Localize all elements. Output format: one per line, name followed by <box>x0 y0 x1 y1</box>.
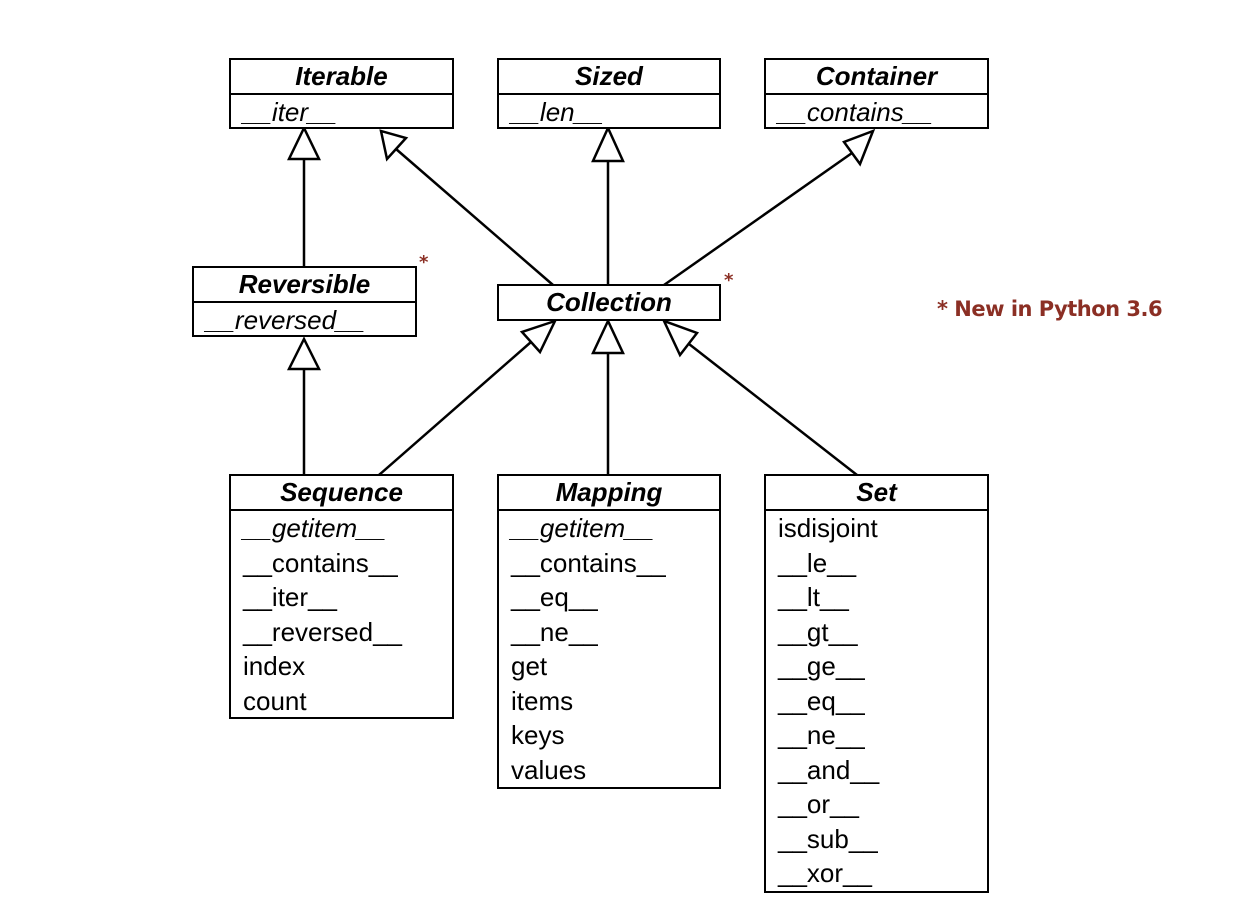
method-list: __getitem__ __contains__ __iter__ __reverse… <box>231 511 452 718</box>
method-list: __contains__ <box>766 95 987 130</box>
class-box-sequence: Sequence __getitem__ __contains__ __iter__… <box>229 474 454 719</box>
arrowhead-sized <box>591 124 625 163</box>
arrow-line-set-collection <box>688 343 858 476</box>
method-list: __reversed__ <box>194 303 415 338</box>
arrowhead-collection-from-set <box>661 318 700 358</box>
method-item: __iter__ <box>243 97 337 127</box>
class-box-container: Container __contains__ <box>764 58 989 129</box>
method-item: __or__ <box>778 789 859 819</box>
method-item: __sub__ <box>778 823 878 854</box>
arrowhead-collection-from-mapping <box>591 318 625 355</box>
class-name: Iterable <box>231 60 452 95</box>
method-item: __reversed__ <box>206 305 365 335</box>
arrow-line-collection-container <box>663 151 853 287</box>
class-name: Mapping <box>499 476 719 511</box>
method-list: __len__ <box>499 95 719 130</box>
method-list: __iter__ <box>231 95 452 130</box>
class-box-sized: Sized __len__ <box>497 58 721 129</box>
method-item: count <box>243 685 307 716</box>
method-item: __getitem__ <box>511 513 655 543</box>
method-item: __lt__ <box>778 582 849 612</box>
arrowhead-iterable-from-collection <box>379 129 409 162</box>
class-name: Set <box>766 476 987 511</box>
class-name: Sized <box>499 60 719 95</box>
class-box-reversible: Reversible __reversed__ <box>192 266 417 337</box>
method-item: __ne__ <box>511 616 598 647</box>
class-name: Reversible <box>194 268 415 303</box>
method-item: values <box>511 754 587 785</box>
method-item: __eq__ <box>511 582 598 612</box>
legend-note: * New in Python 3.6 <box>937 297 1163 321</box>
method-item: __le__ <box>778 547 857 578</box>
method-list: __getitem__ __contains__ __eq__ __ne__get it… <box>499 511 719 787</box>
class-box-iterable: Iterable __iter__ <box>229 58 454 129</box>
method-item: __iter__ <box>243 582 337 612</box>
method-item: __ge__ <box>778 651 865 681</box>
method-item: isdisjoint <box>778 513 878 543</box>
arrow-line-sequence-collection <box>378 341 532 476</box>
method-item: __getitem__ <box>243 513 387 543</box>
method-item: keys <box>511 720 565 750</box>
method-item: __ne__ <box>778 720 865 750</box>
method-item: __reversed__ <box>243 616 402 647</box>
class-box-collection: Collection <box>497 284 721 321</box>
class-box-mapping: Mapping __getitem__ __contains__ __eq__ __n… <box>497 474 721 789</box>
method-item: __contains__ <box>243 547 398 578</box>
method-item: __gt__ <box>778 616 858 647</box>
method-item: __len__ <box>511 97 604 127</box>
method-item: items <box>511 685 574 716</box>
method-item: __and__ <box>778 754 880 785</box>
method-item: get <box>511 651 548 681</box>
arrowhead-collection-from-sequence <box>519 318 558 355</box>
arrowhead-iterable-from-reversible <box>287 125 321 161</box>
arrowhead-container <box>842 128 876 167</box>
class-name: Collection <box>546 287 672 317</box>
arrow-line-collection-iterable <box>395 148 554 286</box>
class-name: Container <box>766 60 987 95</box>
class-name: Sequence <box>231 476 452 511</box>
new-marker-reversible: * <box>419 252 429 273</box>
arrowhead-reversible <box>286 336 322 371</box>
method-item: __contains__ <box>511 547 666 578</box>
method-item: index <box>243 651 306 681</box>
method-item: __eq__ <box>778 685 865 716</box>
new-marker-collection: * <box>724 270 734 291</box>
method-item: __contains__ <box>778 97 933 127</box>
method-list: isdisjoint __le__ __lt__ __gt__ __ge__ __eq__… <box>766 511 987 891</box>
class-box-set: Set isdisjoint __le__ __lt__ __gt__ __ge__ __… <box>764 474 989 893</box>
method-item: __xor__ <box>778 858 872 888</box>
